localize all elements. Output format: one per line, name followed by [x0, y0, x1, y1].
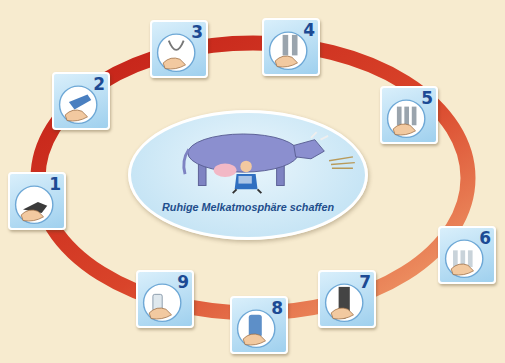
step-number: 1	[49, 174, 61, 194]
step-number: 3	[191, 22, 203, 42]
step-tile: 6	[438, 226, 496, 284]
step-tile: 8	[230, 296, 288, 354]
step-tile: 4	[262, 18, 320, 76]
center-ellipse: Ruhige Melkatmosphäre schaffen	[128, 110, 368, 240]
step-tile: 3	[150, 20, 208, 78]
step-number: 4	[303, 20, 315, 40]
step-number: 5	[421, 88, 433, 108]
cow-illustration	[131, 113, 365, 237]
step-number: 6	[479, 228, 491, 248]
step-tile: 2	[52, 72, 110, 130]
step-number: 9	[177, 272, 189, 292]
ring-band	[38, 43, 468, 313]
center-label: Ruhige Melkatmosphäre schaffen	[131, 201, 365, 213]
step-number: 7	[359, 272, 371, 292]
step-tile: 7	[318, 270, 376, 328]
step-number: 8	[271, 298, 283, 318]
step-tile: 5	[380, 86, 438, 144]
step-tile: 1	[8, 172, 66, 230]
step-tile: 9	[136, 270, 194, 328]
step-number: 2	[93, 74, 105, 94]
